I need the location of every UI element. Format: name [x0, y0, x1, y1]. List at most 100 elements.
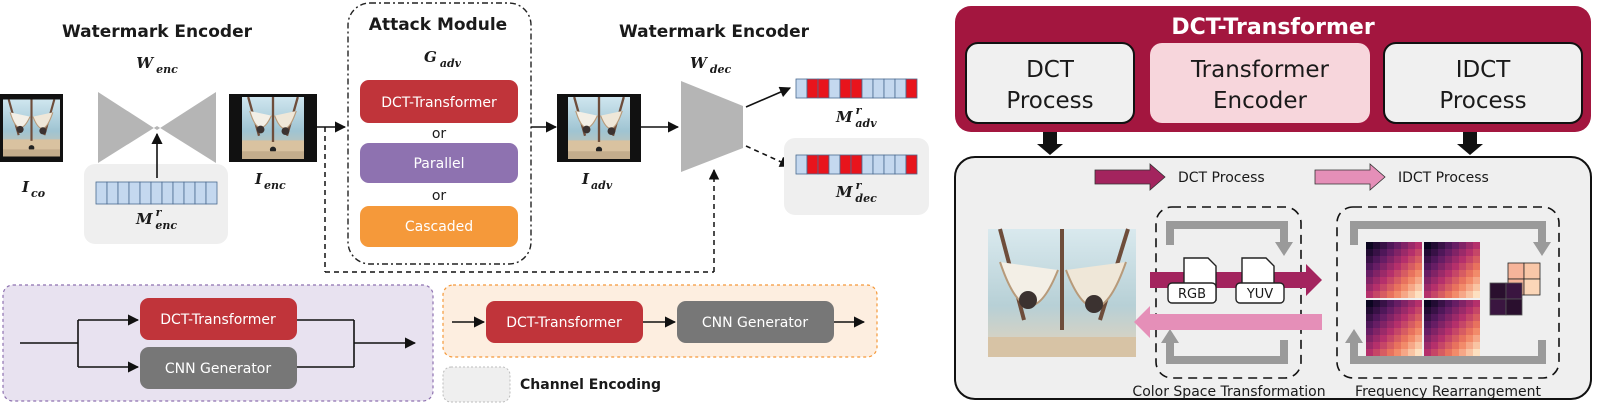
frequency-cell [1401, 321, 1408, 328]
frequency-cell [1473, 342, 1480, 349]
message-bit [795, 154, 808, 175]
frequency-cell [1415, 307, 1422, 314]
frequency-cell [1445, 307, 1452, 314]
message-bit [806, 154, 819, 175]
frequency-cell [1366, 284, 1373, 291]
message-bit [828, 78, 841, 99]
frequency-cell [1452, 307, 1459, 314]
frequency-cell [1473, 335, 1480, 342]
frequency-cell [1452, 342, 1459, 349]
frequency-cell [1431, 249, 1438, 256]
yuv-label: YUV [1246, 287, 1273, 302]
message-bit [172, 181, 185, 205]
block-idct-line2: Process [1439, 88, 1526, 114]
frequency-cell [1473, 242, 1480, 249]
message-bit [95, 181, 108, 205]
frequency-cell [1431, 263, 1438, 270]
frequency-cell [1373, 321, 1380, 328]
frequency-cell [1408, 307, 1415, 314]
frequency-cell [1473, 284, 1480, 291]
frequency-cell [1380, 335, 1387, 342]
frequency-cell [1366, 314, 1373, 321]
frequency-cell [1445, 291, 1452, 298]
frequency-cell [1366, 349, 1373, 356]
frequency-cell [1394, 256, 1401, 263]
frequency-cell [1366, 328, 1373, 335]
frequency-cell [1466, 249, 1473, 256]
message-bits-dec [795, 154, 918, 175]
legend-dct: DCT Process [1094, 163, 1265, 191]
message-bit [905, 78, 918, 99]
parallel-cnn-label: CNN Generator [165, 361, 272, 377]
frequency-cell [1452, 314, 1459, 321]
encoded-image [229, 94, 317, 162]
message-bit [872, 154, 885, 175]
decoder-title: Watermark Encoder [619, 22, 810, 42]
down-arrow-dct [1037, 132, 1063, 155]
frequency-cell [1459, 328, 1466, 335]
frequency-cell [1387, 314, 1394, 321]
frequency-cell [1438, 314, 1445, 321]
frequency-cell [1431, 314, 1438, 321]
frequency-cell [1438, 328, 1445, 335]
frequency-cell [1401, 249, 1408, 256]
frequency-cell [1401, 335, 1408, 342]
frequency-cell [1452, 335, 1459, 342]
frequency-cell [1373, 349, 1380, 356]
frequency-cell [1401, 270, 1408, 277]
yuv-doc-icon: YUV [1235, 257, 1285, 304]
frequency-cell [1380, 314, 1387, 321]
frequency-cell [1387, 335, 1394, 342]
cover-image [0, 94, 63, 162]
frequency-cell [1401, 277, 1408, 284]
frequency-cell [1394, 307, 1401, 314]
frequency-cell [1466, 291, 1473, 298]
frequency-cell [1401, 342, 1408, 349]
frequency-cell [1373, 270, 1380, 277]
frequency-cell [1401, 256, 1408, 263]
message-bit [861, 154, 874, 175]
down-arrow-idct [1457, 132, 1483, 155]
frequency-cell [1387, 349, 1394, 356]
or-label-1: or [432, 126, 447, 142]
frequency-cell [1424, 256, 1431, 263]
frequency-cell [1380, 284, 1387, 291]
frequency-cell [1415, 349, 1422, 356]
frequency-cell [1452, 300, 1459, 307]
block-transformer-line1: Transformer [1190, 57, 1330, 83]
frequency-cell [1473, 349, 1480, 356]
frequency-cell [1394, 314, 1401, 321]
frequency-cell [1366, 307, 1373, 314]
frequency-cell [1380, 300, 1387, 307]
frequency-cell [1373, 328, 1380, 335]
message-bits-adv [795, 78, 918, 99]
frequency-cell [1394, 263, 1401, 270]
frequency-cell [1459, 307, 1466, 314]
message-bit [905, 154, 918, 175]
loop-arrow-bottom-freq [1350, 340, 1546, 364]
frequency-cell [1387, 342, 1394, 349]
option-cascaded [360, 206, 518, 247]
cascaded-cnn-label: CNN Generator [702, 315, 809, 331]
frequency-cell [1466, 277, 1473, 284]
frequency-cell [1459, 284, 1466, 291]
frequency-cell [1394, 300, 1401, 307]
frequency-cell [1366, 270, 1373, 277]
arrow-to-m-dec [745, 145, 792, 167]
rgb-label: RGB [1178, 287, 1206, 302]
frequency-cell [1438, 263, 1445, 270]
frequency-cell [1408, 335, 1415, 342]
frequency-cell [1401, 314, 1408, 321]
frequency-cell [1366, 342, 1373, 349]
legend-idct-label: IDCT Process [1398, 170, 1489, 186]
frequency-cell [1459, 263, 1466, 270]
frequency-cell [1373, 342, 1380, 349]
frequency-cell [1431, 300, 1438, 307]
loop-arrow-top-color [1166, 221, 1288, 245]
message-bit [795, 78, 808, 99]
message-bit [883, 78, 896, 99]
parallel-cnn-generator [140, 347, 297, 389]
block-transformer-encoder [1150, 43, 1370, 123]
frequency-cell [1415, 242, 1422, 249]
